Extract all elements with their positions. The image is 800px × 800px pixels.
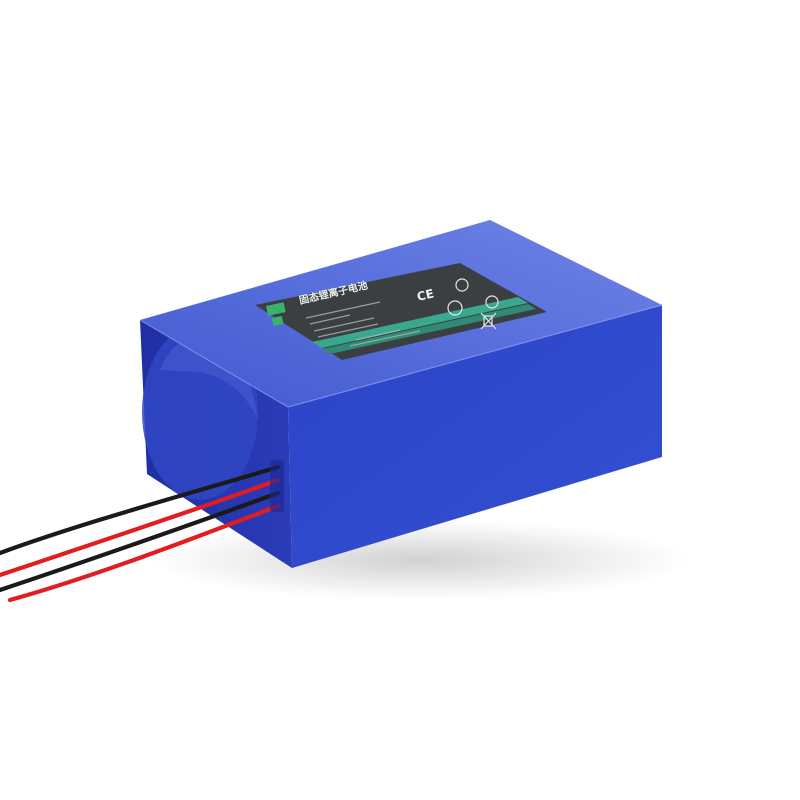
wire-black-1 xyxy=(0,464,281,556)
wire-red-2 xyxy=(7,503,281,603)
wire-exit-port xyxy=(270,460,284,512)
wire-red-1 xyxy=(0,477,281,578)
wire-black-2 xyxy=(0,490,281,593)
top-edge-highlight xyxy=(139,304,663,408)
label-spec-lines xyxy=(305,301,421,347)
ce-mark: CE xyxy=(416,286,436,303)
recycle-icon xyxy=(455,278,469,292)
weee-bin-icon xyxy=(480,312,497,330)
certification-circle-icon xyxy=(485,295,499,309)
label-accent-stripe-2 xyxy=(322,304,536,354)
label-background xyxy=(255,263,547,360)
battery-front-face xyxy=(288,305,662,568)
brand-logo xyxy=(266,302,286,326)
floor-shadow xyxy=(150,520,690,600)
recycle-symbol-icon xyxy=(447,300,463,316)
wire-bundle xyxy=(0,460,284,603)
label-accent-stripe xyxy=(312,297,528,348)
